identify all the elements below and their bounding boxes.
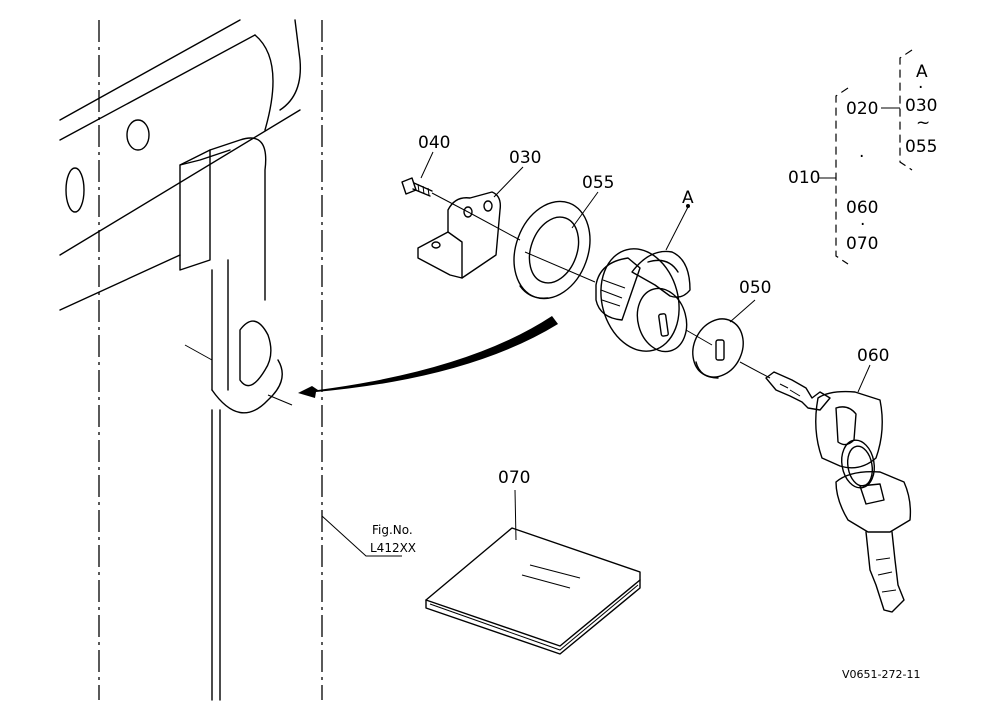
callout-055: 055 — [582, 173, 614, 193]
legend-060: 060 — [846, 198, 878, 218]
legend-range-start: 030 — [905, 96, 937, 116]
legend-020: 020 — [846, 99, 878, 119]
washer-055 — [513, 200, 596, 300]
lock-cylinder-A — [595, 248, 713, 353]
callout-A: A — [682, 188, 694, 208]
callout-040: 040 — [418, 133, 450, 153]
fig-label: Fig.No. — [372, 523, 413, 537]
legend-group-A: A — [916, 62, 928, 82]
legend-range-end: 055 — [905, 137, 937, 157]
callout-030: 030 — [509, 148, 541, 168]
legend-dot-2: · — [860, 215, 865, 235]
legend-range-tilde: ~ — [916, 113, 930, 133]
callout-070: 070 — [498, 468, 530, 488]
legend-070: 070 — [846, 234, 878, 254]
install-arrow — [298, 316, 558, 398]
bracket-030 — [417, 191, 521, 279]
callout-060: 060 — [857, 346, 889, 366]
leader-lines — [321, 151, 871, 557]
callout-050: 050 — [739, 278, 771, 298]
cap-050 — [692, 318, 771, 379]
screw-040 — [401, 177, 471, 214]
manual-070 — [425, 527, 641, 655]
drawing-code: V0651-272-11 — [842, 668, 920, 681]
panel-frame — [59, 19, 323, 701]
keys-060 — [765, 371, 912, 613]
legend-dot-3: · — [918, 78, 923, 98]
legend-010: 010 — [788, 168, 820, 188]
legend-dot: · — [859, 147, 864, 167]
assembly-legend — [819, 49, 913, 265]
fig-number: L412XX — [370, 541, 416, 555]
